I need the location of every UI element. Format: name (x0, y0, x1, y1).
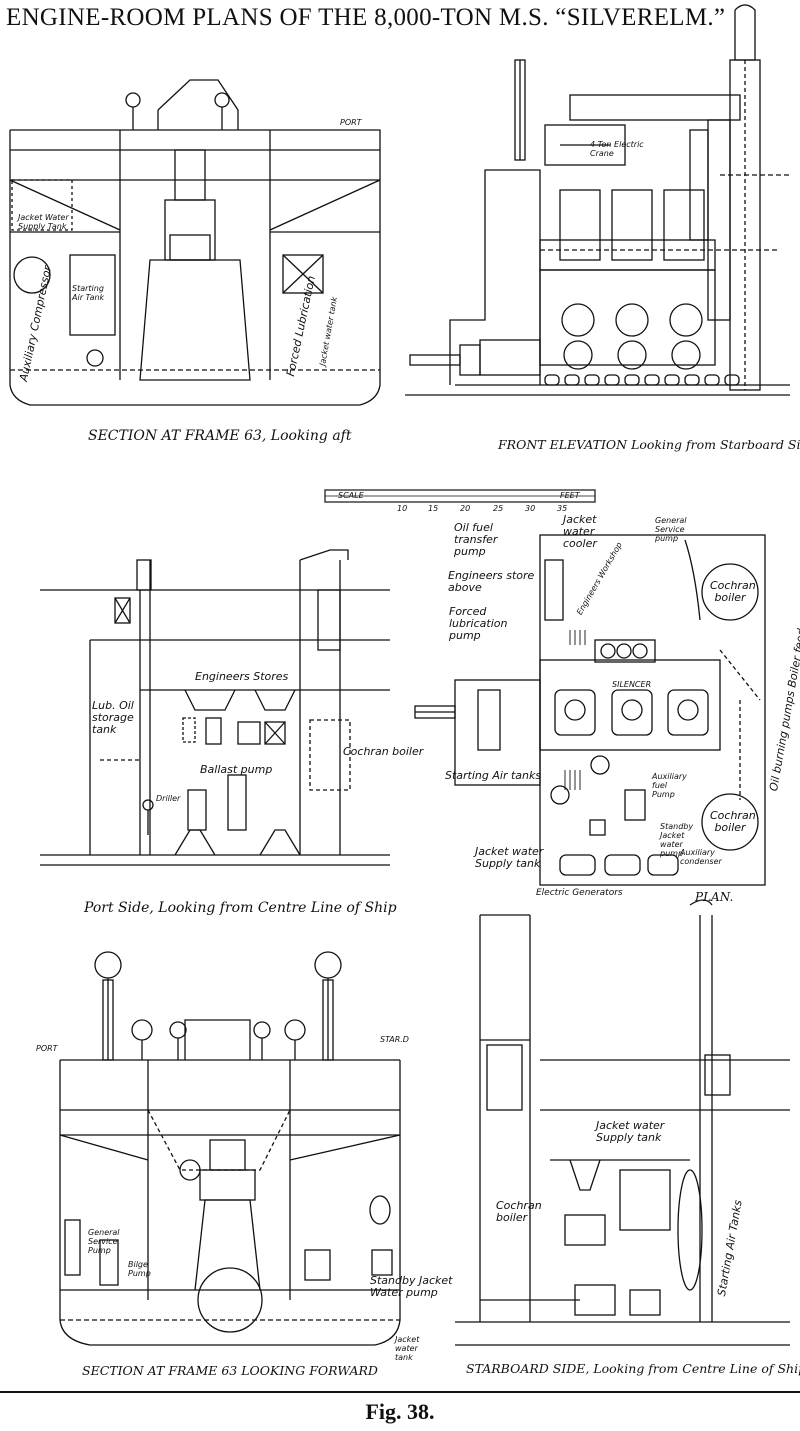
caption-starboard-side: STARBOARD SIDE, Looking from Centre Line… (466, 1361, 800, 1376)
figure-label: Fig. 38. (365, 1399, 435, 1424)
jacket-water-supply-tank-plan-label: Jacket water Supply tank (475, 845, 544, 870)
standby-jacket-water-pump-plan-label: Standby Jacket water pump (660, 822, 694, 858)
scale-tick-20: 20 (460, 504, 471, 513)
forced-lubrication-pump-label: Forced lubrication pump (449, 605, 508, 642)
standby-jacket-water-pump-label: Standby Jacket Water pump (370, 1274, 453, 1299)
starboard-side-diagram (455, 899, 790, 1346)
jacket-water-supply-tank-label: Jacket Water Supply Tank (18, 213, 69, 231)
caption-plan: PLAN. (695, 890, 734, 904)
engineers-store-above-label: Engineers store above (448, 569, 535, 594)
engineers-stores-label: Engineers Stores (195, 670, 289, 683)
port-top-label: PORT (340, 118, 362, 127)
caption-section-forward: SECTION AT FRAME 63 LOOKING FORWARD (82, 1363, 378, 1378)
general-service-pump-label: General Service pump (655, 516, 687, 543)
starting-air-tanks-label: Starting Air tanks (445, 769, 542, 782)
jacket-water-supply-tank-stbd-label: Jacket water Supply tank (596, 1119, 665, 1144)
silencer-label: SILENCER (612, 680, 652, 689)
electric-crane-label: 4 Ton Electric Crane (590, 140, 644, 158)
scale-tick-25: 25 (493, 504, 504, 513)
front-elevation-diagram (405, 4, 790, 396)
jacket-water-cooler-label: Jacket water cooler (563, 513, 597, 550)
cochran-boiler-label: Cochran boiler (343, 745, 424, 758)
jacket-water-tank-fwd-label: Jacket water tank (395, 1335, 420, 1362)
page-title: ENGINE-ROOM PLANS OF THE 8,000-TON M.S. … (6, 4, 726, 31)
scale-tick-10: 10 (397, 504, 408, 513)
port-bottom-label: PORT (36, 1044, 58, 1053)
oil-fuel-transfer-pump-label: Oil fuel transfer pump (454, 521, 498, 558)
driller-label: Driller (156, 794, 181, 803)
scale-tick-15: 15 (428, 504, 439, 513)
feet-label: FEET (560, 491, 580, 500)
cochran-boiler-plan-2-label: Cochran boiler (710, 809, 756, 834)
scale-label: SCALE (338, 491, 364, 500)
starting-air-tank-label: Starting Air Tank (72, 284, 105, 302)
cochran-boiler-stbd-label: Cochran boiler (496, 1199, 542, 1224)
starboard-bottom-label: STAR.D (380, 1035, 409, 1044)
bottom-rule (0, 1391, 800, 1393)
scale-bar (324, 489, 596, 503)
caption-section-aft: SECTION AT FRAME 63, Looking aft (88, 428, 352, 444)
caption-front-elevation: FRONT ELEVATION Looking from Starboard S… (498, 437, 800, 452)
bilge-pump-label: Bilge Pump (128, 1260, 151, 1278)
plan-diagram (414, 534, 766, 886)
ballast-pump-label: Ballast pump (200, 763, 273, 776)
electric-generators-label: Electric Generators (536, 888, 623, 898)
auxiliary-condenser-label: Auxiliary condenser (680, 848, 722, 866)
section-forward-diagram (59, 951, 401, 1346)
port-side-diagram (40, 549, 390, 866)
general-service-pump-fwd-label: General Service Pump (88, 1228, 120, 1255)
scale-tick-30: 30 (525, 504, 536, 513)
scale-tick-35: 35 (557, 504, 568, 513)
section-aft-diagram (9, 79, 381, 406)
caption-port-side: Port Side, Looking from Centre Line of S… (84, 900, 397, 916)
lub-oil-storage-tank-label: Lub. Oil storage tank (92, 699, 134, 736)
cochran-boiler-plan-1-label: Cochran boiler (710, 579, 756, 604)
auxiliary-fuel-pump-label: Auxiliary fuel Pump (652, 772, 687, 799)
